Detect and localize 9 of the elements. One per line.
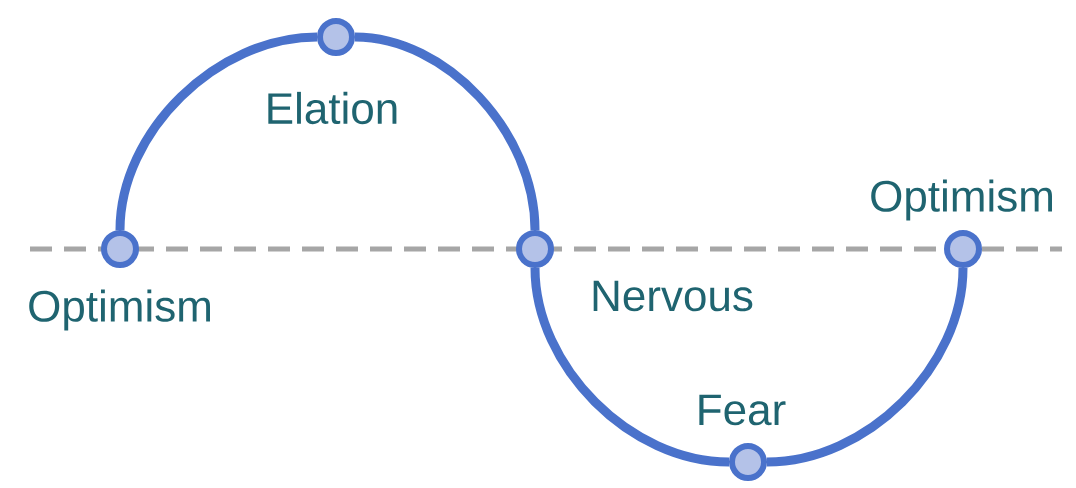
stage-label: Optimism <box>871 179 1052 221</box>
curve-segment <box>354 32 540 231</box>
curve-segment <box>115 32 318 231</box>
stage-label: Optimism <box>29 289 210 331</box>
curve-segment <box>530 267 730 467</box>
stage-label: Fear <box>699 394 786 426</box>
stage-label: Elation <box>268 91 397 125</box>
curve-segment <box>766 267 968 467</box>
stage-label: Nervous <box>593 280 753 312</box>
